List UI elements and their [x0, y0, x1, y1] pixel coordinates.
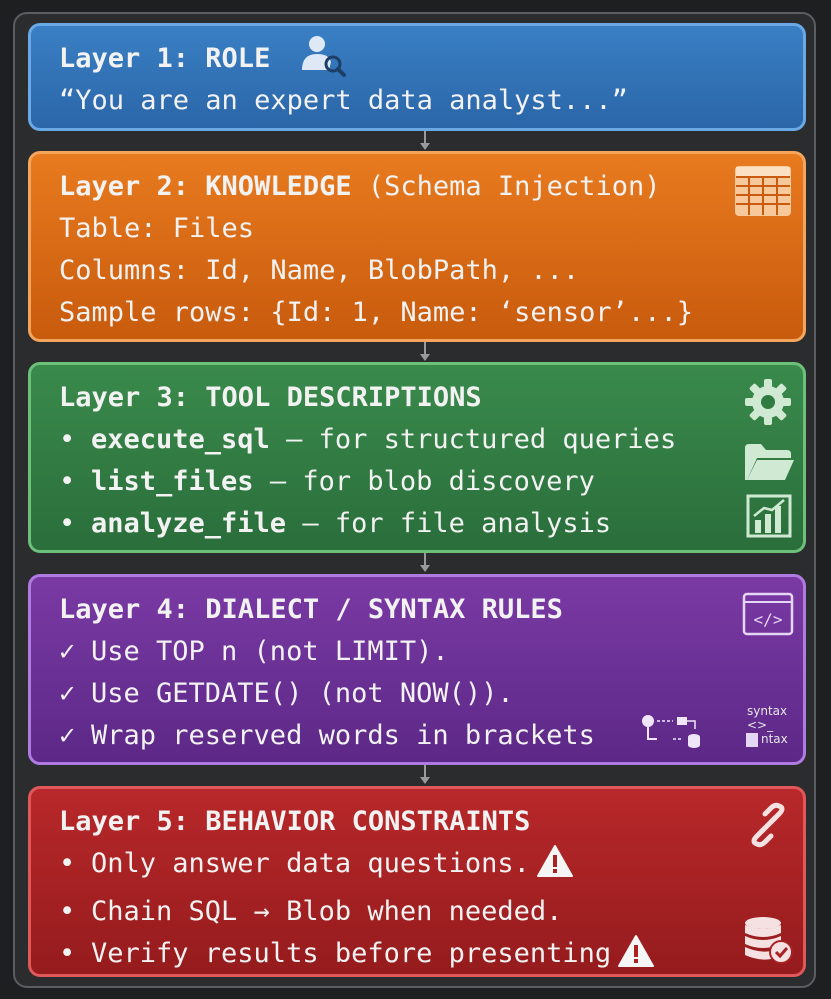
layer-2-line-1: Table: Files — [59, 213, 255, 244]
rule-text: Use GETDATE() (not NOW()). — [91, 678, 514, 709]
layer-3-tools: Layer 3: TOOL DESCRIPTIONS •execute_sql … — [28, 362, 806, 553]
check-icon: ✓ — [59, 678, 76, 709]
layer-2-line-3: Sample rows: {Id: 1, Name: ‘sensor’...} — [59, 297, 693, 328]
layer-2-knowledge: Layer 2: KNOWLEDGE (Schema Injection) Ta… — [28, 151, 806, 342]
tool-item: •analyze_file – for file analysis — [59, 508, 612, 539]
link-icon — [743, 800, 793, 850]
arrow-4-5 — [420, 765, 430, 784]
rule-item: ✓ Use GETDATE() (not NOW()). — [59, 673, 775, 715]
tool-desc: – for blob discovery — [253, 466, 595, 497]
tool-item: •execute_sql – for structured queries — [59, 424, 677, 455]
layer-3-title: Layer 3: TOOL DESCRIPTIONS — [59, 382, 482, 413]
tool-desc: – for file analysis — [286, 508, 612, 539]
layer-4-dialect: Layer 4: DIALECT / SYNTAX RULES ✓ Use TOP… — [28, 574, 806, 765]
layer-4-title: Layer 4: DIALECT / SYNTAX RULES — [59, 594, 563, 625]
tool-name: execute_sql — [91, 424, 270, 455]
tool-name: analyze_file — [91, 508, 287, 539]
constraint-item: •Verify results before presenting — [59, 933, 775, 981]
tool-desc: – for structured queries — [269, 424, 677, 455]
layer-2-line-2: Columns: Id, Name, BlobPath, ... — [59, 255, 580, 286]
folder-icon — [743, 442, 795, 482]
constraint-text: Only answer data questions. — [91, 848, 530, 879]
user-search-icon — [299, 32, 347, 78]
layer-1-text: “You are an expert data analyst...” — [59, 85, 628, 116]
syntax-icon — [745, 732, 759, 748]
layer-2-subtitle: (Schema Injection) — [351, 171, 661, 202]
constraint-item: •Chain SQL → Blob when needed. — [59, 896, 563, 927]
tool-name: list_files — [91, 466, 254, 497]
chart-icon — [746, 494, 792, 538]
tool-item: •list_files – for blob discovery — [59, 466, 595, 497]
layer-2-title: Layer 2: KNOWLEDGE — [59, 171, 352, 202]
syntax-label-2: ntax — [761, 732, 788, 746]
layer-5-behavior: Layer 5: BEHAVIOR CONSTRAINTS •Only answ… — [28, 786, 806, 977]
svg-text:</>: </> — [754, 610, 783, 629]
gear-icon — [743, 377, 793, 427]
constraint-text: Verify results before presenting — [91, 938, 612, 969]
arrow-1-2 — [420, 131, 430, 150]
warning-icon — [617, 934, 655, 981]
arrow-2-3 — [420, 342, 430, 361]
rule-item: ✓ Use TOP n (not LIMIT). — [59, 631, 775, 673]
rule-item: ✓ Wrap reserved words in brackets — [59, 715, 775, 757]
check-icon: ✓ — [59, 720, 76, 751]
layer-1-role: Layer 1: ROLE “You are an expert data an… — [28, 23, 806, 131]
layer-1-title: Layer 1: ROLE — [59, 43, 271, 74]
arrow-3-4 — [420, 553, 430, 572]
code-window-icon: </> — [742, 592, 794, 636]
warning-icon — [536, 844, 574, 891]
table-icon — [735, 166, 791, 216]
layer-5-title: Layer 5: BEHAVIOR CONSTRAINTS — [59, 806, 531, 837]
database-check-icon — [743, 915, 795, 965]
rule-text: Wrap reserved words in brackets — [91, 720, 595, 751]
rule-text: Use TOP n (not LIMIT). — [91, 636, 449, 667]
check-icon: ✓ — [59, 636, 76, 667]
constraint-item: •Only answer data questions. — [59, 843, 775, 891]
syntax-label-1: syntax — [747, 704, 788, 718]
syntax-prompt-icon: <>_ — [747, 718, 774, 732]
flow-icon — [639, 713, 703, 749]
constraint-text: Chain SQL → Blob when needed. — [91, 896, 563, 927]
